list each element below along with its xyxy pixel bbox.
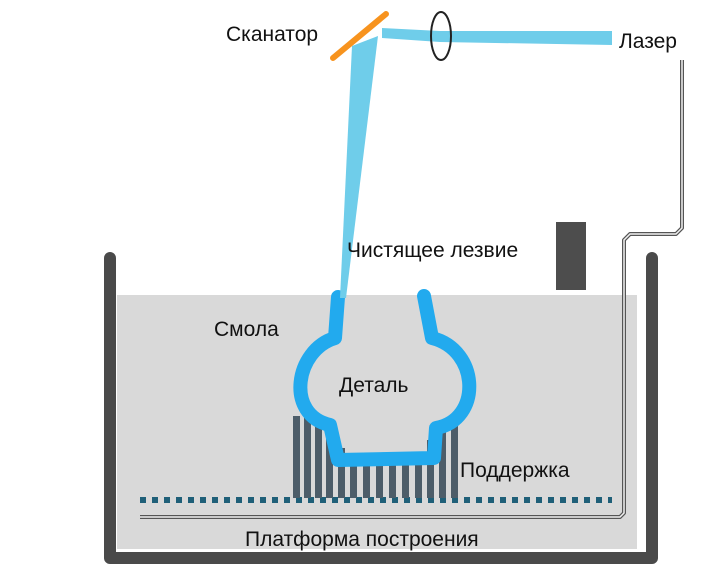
cleaning-blade xyxy=(556,222,586,290)
laser-label: Лазер xyxy=(619,30,677,53)
scanner-label: Сканатор xyxy=(226,23,319,46)
resin-tank xyxy=(104,252,658,564)
blade-label: Чистящее лезвие xyxy=(347,239,519,262)
part-label: Деталь xyxy=(339,374,409,397)
printed-part xyxy=(293,289,477,467)
scanner-mirror xyxy=(330,11,389,61)
support-label: Поддержка xyxy=(460,459,570,482)
resin-label: Смола xyxy=(214,318,279,341)
laser-beam-horizontal xyxy=(382,28,612,45)
lens xyxy=(430,11,452,61)
laser-beam-vertical xyxy=(340,36,378,298)
platform-label: Платформа построения xyxy=(245,528,479,551)
resin-fill xyxy=(117,295,637,549)
supports xyxy=(293,416,458,498)
